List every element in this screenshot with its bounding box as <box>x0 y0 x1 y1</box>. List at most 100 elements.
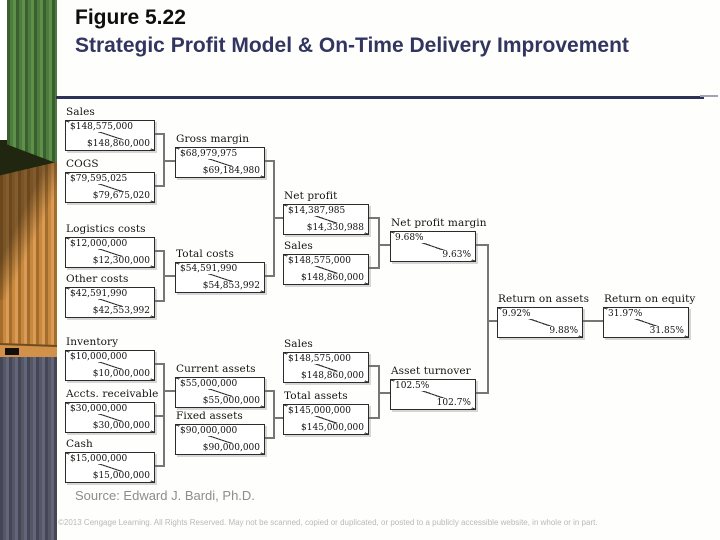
connector-line <box>155 300 164 302</box>
value-after: $14,330,988 <box>305 223 365 233</box>
value-after: 9.88% <box>548 326 579 336</box>
connector-line <box>155 250 164 252</box>
node-label: Asset turnover <box>391 365 471 377</box>
value-after: 9.63% <box>441 250 472 260</box>
node-label: Net profit margin <box>391 217 487 229</box>
node-label: Logistics costs <box>66 223 146 235</box>
node-label: Sales <box>66 106 95 118</box>
node-value-box: 9.92% 9.88% <box>497 307 583 338</box>
connector-line <box>155 415 164 417</box>
connector-line <box>155 465 164 467</box>
value-after: $12,300,000 <box>91 256 151 266</box>
value-after: $79,675,020 <box>91 191 151 201</box>
node-value-box: $79,595,025 $79,675,020 <box>65 172 155 203</box>
node-value-box: 9.68% 9.63% <box>390 231 476 262</box>
node-current-assets: Current assets $55,000,000$55,000,000 <box>175 363 265 408</box>
value-after: $15,000,000 <box>91 471 151 481</box>
node-label: Other costs <box>66 273 129 285</box>
node-value-box: $10,000,000$10,000,000 <box>65 350 155 381</box>
source-attribution: Source: Edward J. Bardi, Ph.D. <box>75 488 255 503</box>
node-logistics-costs: Logistics costs$12,000,000$12,300,000 <box>65 223 155 268</box>
node-value-box: $15,000,000$15,000,000 <box>65 452 155 483</box>
node-value-box: $55,000,000$55,000,000 <box>175 377 265 408</box>
value-before: 102.5% <box>394 381 431 391</box>
value-after: $148,860,000 <box>300 273 365 283</box>
node-value-box: $90,000,000 $90,000,000 <box>175 424 265 455</box>
node-value-box: $42,591,990$42,553,992 <box>65 287 155 318</box>
node-accts-receivable: Accts. receivable $30,000,000 $30,000,000 <box>65 388 158 433</box>
value-before: $148,575,000 <box>69 122 134 132</box>
node-value-box: $148,575,000 $148,860,000 <box>283 254 369 285</box>
value-before: $30,000,000 <box>69 404 129 414</box>
connector-line <box>265 275 273 277</box>
node-label: Accts. receivable <box>66 388 159 400</box>
value-before: 9.68% <box>394 233 425 243</box>
node-cash: Cash $15,000,000$15,000,000 <box>65 438 155 483</box>
slate-container-image <box>0 357 57 540</box>
value-before: $54,591,990 <box>179 264 239 274</box>
value-before: $148,575,000 <box>287 256 352 266</box>
connector-line <box>583 320 603 322</box>
orange-container-image <box>0 162 57 354</box>
value-before: $90,000,000 <box>179 426 239 436</box>
node-label: Sales <box>284 240 313 252</box>
node-label: Cash <box>66 438 93 450</box>
container-photo-strip <box>0 0 57 540</box>
connector-line <box>273 417 283 419</box>
node-net-profit: Net profit$14,387,985$14,330,988 <box>283 190 369 235</box>
node-label: Return on equity <box>604 293 696 305</box>
value-before: $79,595,025 <box>69 174 129 184</box>
connector-line <box>265 160 273 162</box>
node-label: Current assets <box>176 363 256 375</box>
title-underline <box>56 96 704 99</box>
value-before: 9.92% <box>501 309 532 319</box>
orange-container-shadow <box>0 162 57 301</box>
connector-line <box>163 160 175 162</box>
value-before: $42,591,990 <box>69 289 129 299</box>
value-after: 31.85% <box>648 326 685 336</box>
node-value-box: $30,000,000 $30,000,000 <box>65 402 155 433</box>
node-sales-top: Sales $148,575,000$148,860,000 <box>65 106 155 151</box>
connector-line <box>155 363 164 365</box>
node-value-box: $54,591,990$54,853,992 <box>175 262 265 293</box>
node-fixed-assets: Fixed assets $90,000,000 $90,000,000 <box>175 410 265 455</box>
node-inventory: Inventory$10,000,000$10,000,000 <box>65 336 155 381</box>
node-label: Total costs <box>176 248 234 260</box>
node-sales-bottom: Sales$148,575,000$148,860,000 <box>283 338 369 383</box>
connector-line <box>273 390 275 439</box>
connector-line <box>265 437 273 439</box>
connector-line <box>369 417 378 419</box>
node-cogs: COGS $79,595,025 $79,675,020 <box>65 158 155 203</box>
value-after: $30,000,000 <box>91 421 151 431</box>
node-gross-margin: Gross margin$68,979,975$69,184,980 <box>175 133 265 178</box>
title-text: Strategic Profit Model & On-Time Deliver… <box>75 33 629 57</box>
node-label: COGS <box>66 158 99 170</box>
value-after: $10,000,000 <box>91 369 151 379</box>
node-label: Fixed assets <box>176 410 243 422</box>
value-after: $148,860,000 <box>300 371 365 381</box>
node-total-costs: Total costs $54,591,990$54,853,992 <box>175 248 265 293</box>
value-after: 102.7% <box>435 398 472 408</box>
connector-line <box>265 390 273 392</box>
node-total-assets: Total assets$145,000,000$145,000,000 <box>283 390 369 435</box>
node-other-costs: Other costs $42,591,990$42,553,992 <box>65 273 155 318</box>
node-value-box: $148,575,000$148,860,000 <box>283 352 369 383</box>
node-value-box: 31.97%31.85% <box>603 307 689 338</box>
connector-line <box>378 244 390 246</box>
connector-line <box>155 133 164 135</box>
connector-line <box>369 217 378 219</box>
connector-line <box>369 365 378 367</box>
connector-line <box>378 392 390 394</box>
node-net-profit-margin: Net profit margin 9.68% 9.63% <box>390 217 487 262</box>
connector-line <box>476 392 487 394</box>
connector-line <box>163 275 175 277</box>
node-asset-turnover: Asset turnover 102.5% 102.7% <box>390 365 476 410</box>
connector-line <box>487 320 497 322</box>
node-value-box: $14,387,985$14,330,988 <box>283 204 369 235</box>
title-underline-tail <box>700 95 718 97</box>
node-value-box: $148,575,000$148,860,000 <box>65 120 155 151</box>
node-value-box: $68,979,975$69,184,980 <box>175 147 265 178</box>
value-after: $90,000,000 <box>201 443 261 453</box>
